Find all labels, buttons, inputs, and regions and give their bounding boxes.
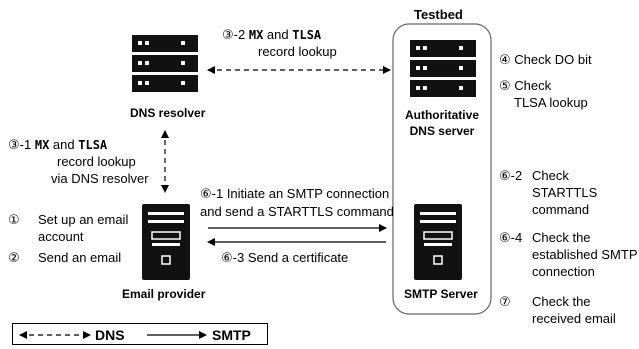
step-2-line-1: Send an email bbox=[38, 250, 122, 265]
step-1-line-1: Set up an email bbox=[38, 212, 129, 227]
step-5-line-1: ⑤ Check bbox=[499, 78, 552, 93]
step-7-line-1: Check the bbox=[532, 294, 591, 309]
step-6-2-line-3: command bbox=[532, 202, 590, 217]
step-3-2-line-1: ③-2 MX and TLSA bbox=[222, 27, 321, 43]
step-6-4-line-1: Check the bbox=[532, 230, 591, 245]
step-3-1-line-3: via DNS resolver bbox=[51, 171, 149, 186]
step-4-label: ④ Check DO bit bbox=[499, 52, 592, 67]
legend-dns-label: DNS bbox=[95, 327, 125, 343]
step-6-1-line-2: and send a STARTTLS command bbox=[200, 204, 394, 219]
step-3-2-num: ③-2 bbox=[222, 27, 246, 42]
step-3-1-num: ③-1 bbox=[8, 137, 32, 152]
step-7-line-2: received email bbox=[532, 311, 616, 326]
step-3-1-tlsa: TLSA bbox=[78, 138, 108, 152]
testbed-title: Testbed bbox=[414, 7, 463, 22]
step-6-2-line-1: Check bbox=[532, 168, 569, 183]
step-3-1-and: and bbox=[52, 137, 75, 152]
authoritative-dns-label-1: Authoritative bbox=[404, 108, 479, 122]
authoritative-dns-label-2: DNS server bbox=[409, 124, 475, 138]
step-3-2-tlsa: TLSA bbox=[292, 28, 322, 42]
step-6-2-num: ⑥-2 bbox=[499, 168, 523, 183]
step-6-3-label: ⑥-3 Send a certificate bbox=[221, 250, 349, 265]
email-provider-label: Email provider bbox=[122, 287, 206, 301]
step-6-4-num: ⑥-4 bbox=[499, 230, 523, 245]
step-7-num: ⑦ bbox=[499, 294, 511, 309]
smtp-server-icon bbox=[414, 204, 462, 280]
step-5-line-2: TLSA lookup bbox=[514, 95, 588, 110]
dns-resolver-icon bbox=[132, 35, 198, 92]
legend-box bbox=[12, 323, 268, 345]
testbed-boundary bbox=[392, 23, 492, 315]
step-1-line-2: account bbox=[38, 229, 84, 244]
step-3-2-mx: MX bbox=[248, 28, 264, 42]
step-3-2-and: and bbox=[266, 27, 289, 42]
authoritative-dns-icon bbox=[410, 40, 476, 97]
step-3-1-line-1: ③-1 MX and TLSA bbox=[8, 137, 107, 153]
step-1-num: ① bbox=[8, 212, 20, 227]
step-3-1-line-2: record lookup bbox=[57, 154, 136, 169]
step-3-2-line-2: record lookup bbox=[258, 44, 337, 59]
step-6-2-line-2: STARTTLS bbox=[532, 185, 598, 200]
step-6-1-line-1: ⑥-1 Initiate an SMTP connection bbox=[200, 186, 390, 201]
step-6-4-line-3: connection bbox=[532, 264, 595, 279]
step-3-1-mx: MX bbox=[34, 138, 50, 152]
email-provider-icon bbox=[142, 204, 190, 280]
step-6-4-line-2: established SMTP bbox=[532, 247, 638, 262]
smtp-server-label: SMTP Server bbox=[404, 287, 478, 301]
step-2-num: ② bbox=[8, 250, 20, 265]
dns-resolver-label: DNS resolver bbox=[130, 106, 206, 120]
legend-smtp-label: SMTP bbox=[212, 327, 251, 343]
